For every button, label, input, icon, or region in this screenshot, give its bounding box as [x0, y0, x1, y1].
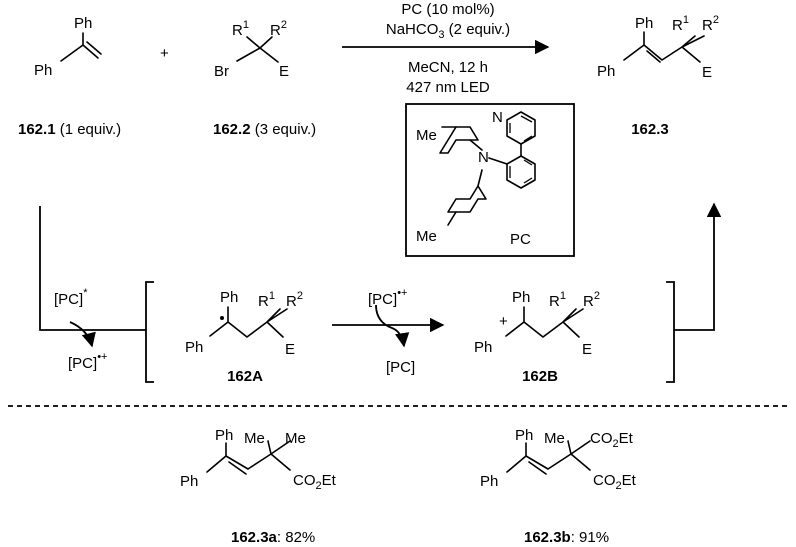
- pyridine-n-label: N: [492, 109, 503, 126]
- ph-label: Ph: [220, 289, 238, 306]
- br-label: Br: [214, 63, 229, 80]
- structure-162-1: Ph Ph: [34, 15, 102, 79]
- condition-base: NaHCO3 (2 equiv.): [386, 21, 510, 41]
- pc-radical-cation-label: [PC]•+: [68, 351, 107, 372]
- carbocation-plus: +: [499, 313, 508, 330]
- amine-n-label: N: [478, 149, 489, 166]
- r1-label: R1: [549, 290, 566, 310]
- structure-162-3: Ph Ph R1 R2 E: [597, 14, 719, 81]
- example-label-162-3b: 162.3b: 91%: [524, 529, 609, 546]
- ester-label: CO2Et: [293, 472, 337, 492]
- r1-label: R1: [672, 14, 689, 34]
- ph-label: Ph: [185, 339, 203, 356]
- cycle-wire-right: [674, 202, 722, 331]
- pc-radical-cation-label: [PC]•+: [368, 287, 407, 308]
- structure-162-3a: Ph Ph Me Me CO2Et: [180, 427, 337, 492]
- e-label: E: [582, 341, 592, 358]
- structure-162-2: R1 R2 Br E: [214, 19, 289, 80]
- right-bracket: [666, 281, 675, 383]
- methyl-label: Me: [285, 430, 306, 447]
- condition-light: 427 nm LED: [406, 79, 490, 96]
- example-label-162-3a: 162.3a: 82%: [231, 529, 315, 546]
- ph-label: Ph: [597, 63, 615, 80]
- ph-label: Ph: [74, 15, 92, 32]
- plus-sign: +: [160, 45, 169, 62]
- methyl-label: Me: [544, 430, 565, 447]
- methyl-label: Me: [416, 228, 437, 245]
- r2-label: R2: [702, 14, 719, 34]
- methyl-label: Me: [244, 430, 265, 447]
- left-bracket: [145, 281, 154, 383]
- catalyst-box: N N Me Me PC: [405, 103, 575, 257]
- ph-label: Ph: [474, 339, 492, 356]
- ph-label: Ph: [34, 62, 52, 79]
- compound-label-162-2: 162.2 (3 equiv.): [213, 121, 316, 138]
- ph-label: Ph: [635, 15, 653, 32]
- structure-162-3b: Ph Ph Me CO2Et CO2Et: [480, 427, 637, 492]
- compound-label-162-3: 162.3: [631, 121, 669, 138]
- catalyst-label: PC: [510, 231, 531, 248]
- e-label: E: [285, 341, 295, 358]
- ph-label: Ph: [512, 289, 530, 306]
- condition-catalyst: PC (10 mol%): [401, 1, 494, 18]
- compound-label-162-1: 162.1 (1 equiv.): [18, 121, 121, 138]
- structure-162A: Ph Ph R1 R2 E: [185, 289, 303, 358]
- set-arrow-1: [69, 321, 96, 348]
- condition-solvent-time: MeCN, 12 h: [408, 59, 488, 76]
- methyl-label: Me: [416, 127, 437, 144]
- ester-label: CO2Et: [590, 430, 634, 450]
- r2-label: R2: [286, 290, 303, 310]
- cycle-wire-left: [39, 206, 146, 331]
- r1-label: R1: [258, 290, 275, 310]
- e-label: E: [279, 63, 289, 80]
- ph-label: Ph: [215, 427, 233, 444]
- ph-label: Ph: [515, 427, 533, 444]
- ph-label: Ph: [480, 473, 498, 490]
- pc-ground-label: [PC]: [386, 359, 415, 376]
- r2-label: R2: [583, 290, 600, 310]
- pc-excited-label: [PC]*: [54, 287, 88, 308]
- ph-label: Ph: [180, 473, 198, 490]
- intermediate-label-162B: 162B: [522, 368, 558, 385]
- ester-label: CO2Et: [593, 472, 637, 492]
- set-arrow-2: [375, 304, 410, 348]
- r2-label: R2: [270, 19, 287, 39]
- structure-162B: + Ph Ph R1 R2 E: [474, 289, 600, 358]
- e-label: E: [702, 64, 712, 81]
- r1-label: R1: [232, 19, 249, 39]
- intermediate-label-162A: 162A: [227, 368, 263, 385]
